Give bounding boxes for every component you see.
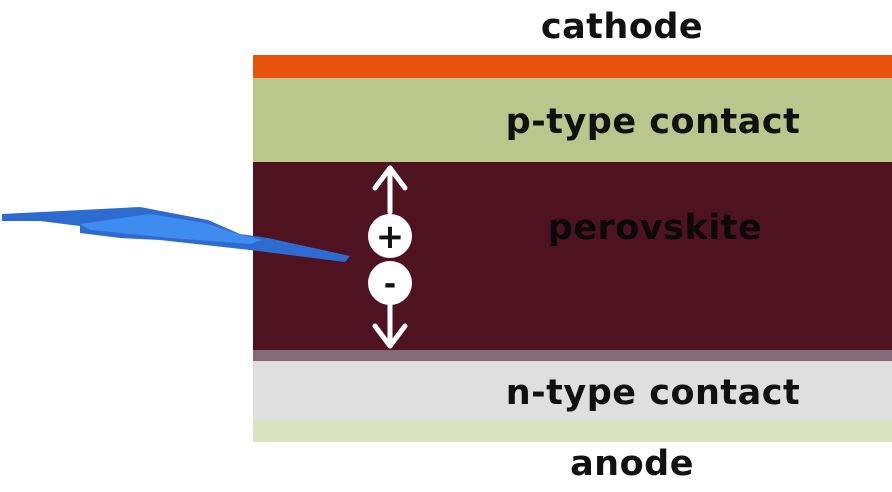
- p-type-contact-label: p-type contact: [505, 102, 801, 142]
- hole-circle: [368, 214, 412, 258]
- electron-symbol: -: [384, 267, 396, 302]
- perovskite-label: perovskite: [547, 208, 763, 248]
- electron-circle: [368, 261, 412, 305]
- n-type-contact-layer: [253, 361, 892, 421]
- hole-symbol: +: [376, 217, 405, 257]
- p-type-contact-layer: [253, 78, 892, 162]
- perovskite-layer: [253, 162, 892, 350]
- n-type-contact-label: n-type contact: [505, 373, 801, 413]
- perovskite-n-type-interface: [253, 350, 892, 361]
- light-bolt-icon: [2, 207, 350, 262]
- cathode-layer: [253, 55, 892, 78]
- anode-layer: [253, 421, 892, 442]
- cathode-label: cathode: [540, 7, 704, 47]
- hole-arrow-up-icon: [372, 165, 408, 215]
- electron-arrow-down-icon: [372, 301, 408, 349]
- anode-label: anode: [570, 444, 694, 484]
